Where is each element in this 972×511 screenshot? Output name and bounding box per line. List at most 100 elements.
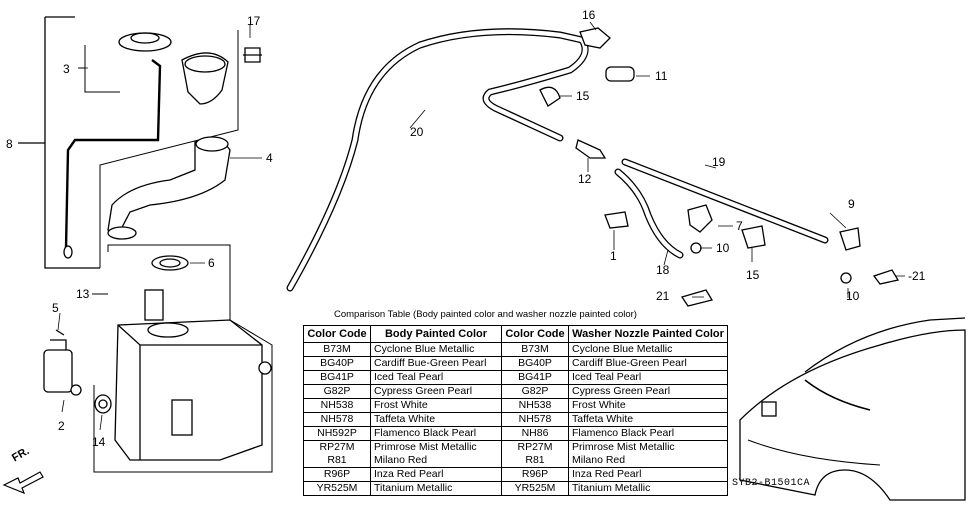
- cell-code2: NH538: [501, 398, 569, 413]
- callout-19: 19: [712, 155, 726, 169]
- cell-nozzle: Inza Red Pearl: [568, 467, 728, 482]
- table-row: NH538 Frost White NH538 Frost White: [303, 398, 728, 413]
- front-arrow-icon: [2, 471, 44, 495]
- grommet: [151, 255, 189, 271]
- callout-10: 10: [716, 241, 730, 255]
- header-color-code-2: Color Code: [501, 325, 569, 343]
- callout-12: 12: [578, 172, 592, 186]
- cell-code1: G82P: [303, 384, 371, 399]
- table-header-row: Color Code Body Painted Color Color Code…: [303, 325, 728, 343]
- cell-code2-line2: R81: [525, 454, 545, 466]
- cell-code1-line1: RP27M: [319, 441, 355, 453]
- header-color-code-1: Color Code: [303, 325, 371, 343]
- callout-18: 18: [656, 263, 670, 277]
- callout-17: 17: [247, 14, 261, 28]
- callout-5: 5: [52, 301, 59, 315]
- cell-nozzle: Frost White: [568, 398, 728, 413]
- cell-code2: NH578: [501, 412, 569, 427]
- cell-code2: NH86: [501, 426, 569, 441]
- header-nozzle-color: Washer Nozzle Painted Color: [568, 325, 728, 343]
- callout-3: 3: [63, 62, 70, 76]
- callout-7: 7: [736, 219, 743, 233]
- cell-code1: NH592P: [303, 426, 371, 441]
- callout-15: 15: [576, 89, 590, 103]
- table-row: B73M Cyclone Blue Metallic B73M Cyclone …: [303, 342, 728, 357]
- cell-nozzle: Taffeta White: [568, 412, 728, 427]
- cell-body: Cardiff Bue-Green Pearl: [370, 356, 502, 371]
- cell-code2-line1: RP27M: [517, 441, 553, 453]
- cell-code1: BG41P: [303, 370, 371, 385]
- cell-body: Frost White: [370, 398, 502, 413]
- cell-code1: R96P: [303, 467, 371, 482]
- cell-body: Iced Teal Pearl: [370, 370, 502, 385]
- table-caption: Comparison Table (Body painted color and…: [334, 309, 637, 320]
- car-outline: [739, 329, 966, 501]
- table-row: BG40P Cardiff Bue-Green Pearl BG40P Card…: [303, 356, 728, 371]
- callout-9: 9: [848, 197, 855, 211]
- cell-code1: YR525M: [303, 481, 371, 496]
- cell-code2: R96P: [501, 467, 569, 482]
- cell-code2: RP27M R81: [501, 440, 569, 468]
- cell-code2: G82P: [501, 384, 569, 399]
- cell-nozzle-line2: Milano Red: [572, 454, 626, 466]
- callout-11: 11: [655, 69, 668, 83]
- washer-hose: [286, 28, 589, 292]
- callout-21: 21: [656, 289, 670, 303]
- dipstick: [64, 59, 162, 249]
- cell-body: Flamenco Black Pearl: [370, 426, 502, 441]
- cell-nozzle: Primrose Mist Metallic Milano Red: [568, 440, 728, 468]
- table-row: G82P Cypress Green Pearl G82P Cypress Gr…: [303, 384, 728, 399]
- cell-nozzle: Titanium Metallic: [568, 481, 728, 496]
- callout-8: 8: [6, 137, 13, 151]
- callout-10b: 10: [846, 289, 860, 303]
- table-row: NH578 Taffeta White NH578 Taffeta White: [303, 412, 728, 427]
- cell-body: Titanium Metallic: [370, 481, 502, 496]
- cell-code1: B73M: [303, 342, 371, 357]
- callout-2: 2: [58, 419, 65, 433]
- table-row: R96P Inza Red Pearl R96P Inza Red Pearl: [303, 467, 728, 482]
- callout-20: 20: [410, 125, 424, 139]
- washer-motor: [43, 349, 73, 393]
- document-id: SYB2-B1501CA: [732, 478, 811, 489]
- cell-code2: YR525M: [501, 481, 569, 496]
- cell-body-line1: Primrose Mist Metallic: [374, 441, 477, 453]
- callout-1: 1: [610, 249, 617, 263]
- pump-seal: [94, 394, 112, 414]
- table-row: YR525M Titanium Metallic YR525M Titanium…: [303, 481, 728, 496]
- cell-code2: B73M: [501, 342, 569, 357]
- callout-15b: 15: [746, 268, 760, 282]
- cell-body: Cyclone Blue Metallic: [370, 342, 502, 357]
- cell-nozzle: Cyclone Blue Metallic: [568, 342, 728, 357]
- table-row: RP27M R81 Primrose Mist Metallic Milano …: [303, 440, 728, 468]
- cell-body: Cypress Green Pearl: [370, 384, 502, 399]
- table-row: BG41P Iced Teal Pearl BG41P Iced Teal Pe…: [303, 370, 728, 385]
- cell-body: Taffeta White: [370, 412, 502, 427]
- washer-cap: [118, 32, 172, 52]
- cell-nozzle: Flamenco Black Pearl: [568, 426, 728, 441]
- cell-code1: BG40P: [303, 356, 371, 371]
- callout-6: 6: [208, 256, 215, 270]
- filler-pipe: [107, 139, 231, 236]
- cell-body: Primrose Mist Metallic Milano Red: [370, 440, 502, 468]
- header-body-color: Body Painted Color: [370, 325, 502, 343]
- bracket-8: [44, 17, 100, 269]
- cell-code1: NH538: [303, 398, 371, 413]
- callout-16: 16: [582, 8, 596, 22]
- washer-tank: [114, 319, 263, 461]
- callout-4: 4: [266, 151, 273, 165]
- callout-14: 14: [92, 435, 106, 449]
- callout-13: 13: [76, 287, 90, 301]
- cell-code1-line2: R81: [327, 454, 347, 466]
- cell-code1: NH578: [303, 412, 371, 427]
- cell-nozzle-line1: Primrose Mist Metallic: [572, 441, 675, 453]
- cell-body: Inza Red Pearl: [370, 467, 502, 482]
- table-row: NH592P Flamenco Black Pearl NH86 Flamenc…: [303, 426, 728, 441]
- cell-nozzle: Iced Teal Pearl: [568, 370, 728, 385]
- cell-code2: BG40P: [501, 356, 569, 371]
- callout-21b: -21: [908, 269, 926, 283]
- cell-body-line2: Milano Red: [374, 454, 428, 466]
- cell-nozzle: Cypress Green Pearl: [568, 384, 728, 399]
- cell-code2: BG41P: [501, 370, 569, 385]
- cell-nozzle: Cardiff Blue-Green Pearl: [568, 356, 728, 371]
